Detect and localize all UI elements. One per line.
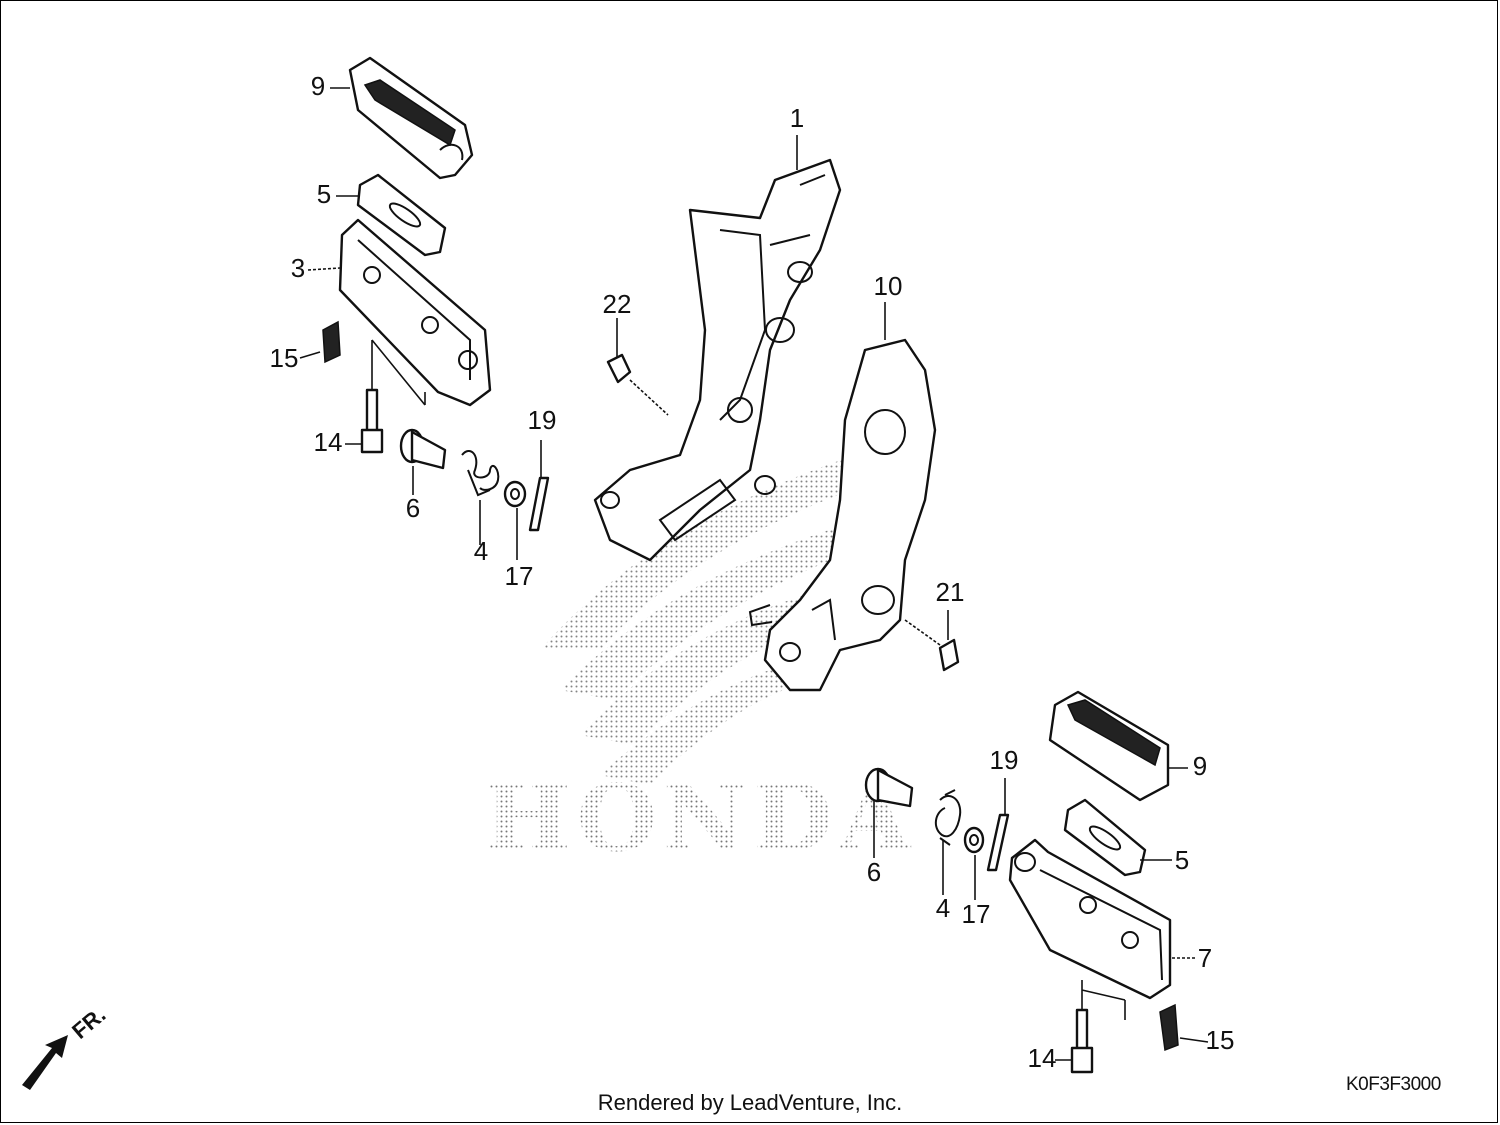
callout-9-lower: 9 [1193,751,1207,781]
diagram-code: K0F3F3000 [1346,1074,1441,1095]
callouts: 1 10 22 21 9 5 3 15 14 6 4 17 19 19 9 5 … [270,71,1235,1073]
part-bolt-15-upper [322,320,341,364]
part-bolt-14-upper [360,388,384,454]
callout-5-lower: 5 [1175,845,1189,875]
part-cotter-19-lower [986,813,1010,872]
callout-15-lower: 15 [1206,1025,1235,1055]
part-footpeg-rubber-upper [348,56,474,180]
part-heel-guard [748,338,937,692]
callout-17-lower: 17 [962,899,991,929]
callout-5-upper: 5 [317,179,331,209]
part-pin-6-upper [399,428,447,470]
callout-6-lower: 6 [867,857,881,887]
callout-4-lower: 4 [936,893,950,923]
part-washer-17-lower [963,826,985,854]
callout-10: 10 [874,271,903,301]
part-plate-lower [1063,798,1147,877]
callout-22: 22 [603,289,632,319]
part-bolt-22 [606,353,669,416]
honda-watermark-text: HONDA [484,764,916,872]
callout-7: 7 [1198,943,1212,973]
callout-17-upper: 17 [505,561,534,591]
callout-21: 21 [936,577,965,607]
callout-19-upper: 19 [528,405,557,435]
part-footpeg-rubber-lower [1048,690,1170,802]
rendered-by-footer: Rendered by LeadVenture, Inc. [597,1090,903,1115]
part-bolt-21 [904,619,960,672]
leader-lines [299,87,1209,1061]
part-washer-17-upper [503,480,527,508]
part-cotter-19-upper [528,476,550,532]
part-spring-4-lower [934,789,962,846]
part-bolt-15-lower [1159,1003,1179,1052]
callout-14-lower: 14 [1028,1043,1057,1073]
part-plate-upper [356,173,447,257]
callout-3: 3 [291,253,305,283]
front-direction-label: FR. [67,1002,110,1044]
callout-6-upper: 6 [406,493,420,523]
callout-9-upper: 9 [311,71,325,101]
part-spring-4-upper [461,450,500,497]
callout-4-upper: 4 [474,536,488,566]
part-footpeg-upper [338,218,492,407]
callout-14-upper: 14 [314,427,343,457]
part-footpeg-lower [1008,838,1172,1000]
front-direction-arrow-icon: FR. [22,1002,110,1090]
part-pin-6-lower [864,767,914,808]
callout-15-upper: 15 [270,343,299,373]
part-bolt-14-lower [1070,1008,1094,1074]
callout-1: 1 [790,103,804,133]
part-main-bracket [593,158,842,562]
callout-19-lower: 19 [990,745,1019,775]
